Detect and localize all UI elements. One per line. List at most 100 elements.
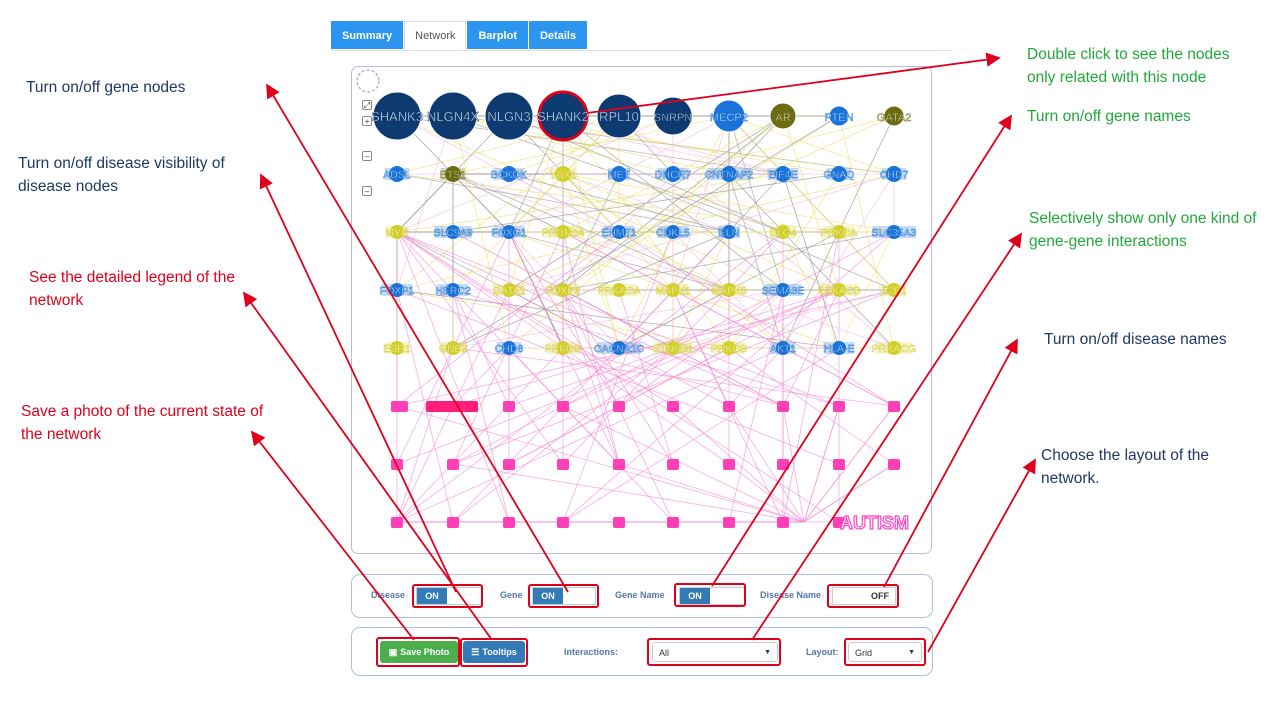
gene-node[interactable]: ELN	[718, 225, 740, 239]
gene-node[interactable]: DLG4	[769, 225, 797, 239]
disease-node[interactable]	[391, 517, 403, 528]
gene-node[interactable]: AKT1	[770, 341, 797, 355]
disease-node[interactable]	[723, 517, 735, 528]
gene-label: DLG4	[769, 227, 797, 239]
disease-node[interactable]	[503, 401, 515, 412]
zoom-slider-handle[interactable]: –	[362, 151, 372, 161]
gene-node[interactable]: CACNA1C	[594, 341, 645, 355]
gene-node[interactable]: FOXG1	[491, 225, 527, 239]
zoom-in-icon[interactable]: +	[362, 116, 372, 126]
gene-node[interactable]: MAPK1	[655, 283, 691, 297]
gene-node[interactable]: PRKCA	[821, 225, 857, 239]
gene-label: PRKCG	[544, 343, 581, 355]
highlight-gene-toggle	[528, 584, 599, 608]
gene-node[interactable]: SLC35A3	[871, 225, 917, 239]
gene-node[interactable]: GNB3	[438, 341, 468, 355]
gene-node[interactable]: MAPK3	[711, 283, 747, 297]
disease-node[interactable]	[833, 401, 845, 412]
tab-summary[interactable]: Summary	[331, 21, 404, 49]
save-photo-button[interactable]: ▣Save Photo	[380, 641, 458, 663]
disease-node[interactable]	[613, 401, 625, 412]
gene-node[interactable]: ADSL	[383, 166, 411, 182]
image-icon: ▣	[388, 647, 398, 657]
disease-node[interactable]	[723, 459, 735, 470]
gene-node[interactable]: CNTNAP2	[704, 166, 754, 182]
gene-node[interactable]: ETS1	[440, 166, 467, 182]
disease-node[interactable]	[777, 517, 789, 528]
tab-network[interactable]: Network	[404, 21, 467, 51]
zoom-out-icon[interactable]: –	[362, 186, 372, 196]
gene-node[interactable]: YBX1	[549, 166, 577, 182]
annotation-save-photo: Save a photo of the current state of the…	[21, 403, 264, 443]
gene-node[interactable]: FOXP3	[546, 283, 581, 297]
gene-node[interactable]: SEMA3E	[761, 283, 805, 297]
disease-node[interactable]	[888, 401, 900, 412]
disease-node[interactable]	[613, 517, 625, 528]
gene-node[interactable]: SNRPN	[653, 96, 693, 136]
disease-node[interactable]	[391, 459, 403, 470]
gene-node[interactable]: RPL10	[596, 93, 642, 139]
disease-node[interactable]	[447, 517, 459, 528]
gene-name-toggle[interactable]: ON	[679, 587, 745, 605]
gene-node[interactable]: PRKACG	[872, 341, 916, 355]
gene-node[interactable]: BCKDK	[491, 166, 527, 182]
disease-node[interactable]	[503, 459, 515, 470]
tooltips-button[interactable]: ☰Tooltips	[463, 641, 525, 663]
gene-node[interactable]: PRKACB	[817, 283, 861, 297]
gene-node[interactable]: SLC9A9	[433, 225, 473, 239]
gene-node[interactable]: PTEN	[824, 105, 854, 127]
disease-node[interactable]	[391, 401, 408, 412]
gene-node[interactable]: CHD8	[494, 341, 524, 355]
gene-node[interactable]: GATA1	[492, 283, 526, 297]
disease-node[interactable]	[777, 459, 789, 470]
gene-node[interactable]: CTNNB1	[652, 341, 694, 355]
disease-node[interactable]	[833, 459, 845, 470]
gene-node[interactable]: PRKCB	[711, 341, 747, 355]
disease-node[interactable]	[613, 459, 625, 470]
gene-node[interactable]: EIF4E	[767, 166, 799, 182]
disease-node[interactable]	[667, 459, 679, 470]
gene-label: NLGN4X	[427, 109, 479, 124]
gene-node[interactable]: EHMT1	[601, 225, 637, 239]
fit-icon[interactable]: ⤢	[362, 100, 372, 110]
gene-node[interactable]: AR	[769, 102, 797, 130]
gene-node[interactable]: ESR1	[383, 341, 411, 355]
disease-node[interactable]	[557, 517, 569, 528]
gene-node[interactable]: MECP2	[710, 99, 748, 133]
disease-node[interactable]	[667, 401, 679, 412]
gene-node[interactable]: E2F1	[881, 283, 907, 297]
gene-node[interactable]: PRKACA	[597, 283, 641, 297]
disease-node[interactable]	[723, 401, 735, 412]
gene-node[interactable]: SHANK2	[537, 90, 589, 142]
gene-node[interactable]: PRDM14	[541, 225, 585, 239]
gene-node[interactable]: MET	[608, 166, 631, 182]
tab-details[interactable]: Details	[528, 21, 588, 49]
disease-node[interactable]	[557, 401, 569, 412]
gene-label: MECP2	[710, 112, 748, 124]
disease-node[interactable]	[447, 459, 459, 470]
gene-node[interactable]: PRKCG	[544, 341, 582, 355]
layout-label: Layout:	[806, 647, 839, 657]
gene-node[interactable]: DHCR7	[655, 166, 691, 182]
gene-node[interactable]: FOXP1	[380, 283, 415, 297]
gene-node[interactable]: NLGN3	[484, 91, 534, 141]
layout-select[interactable]: Grid ▼	[848, 642, 922, 662]
gene-node[interactable]: HERC2	[435, 283, 471, 297]
tab-barplot[interactable]: Barplot	[467, 21, 528, 49]
disease-node[interactable]	[667, 517, 679, 528]
disease-node-wide[interactable]	[426, 401, 478, 412]
disease-node[interactable]	[888, 459, 900, 470]
gene-node[interactable]: HLA-E	[823, 341, 855, 355]
disease-node[interactable]	[557, 459, 569, 470]
disease-node[interactable]	[503, 517, 515, 528]
disease-node[interactable]	[777, 401, 789, 412]
gene-node[interactable]: MYC	[385, 225, 409, 239]
gene-node[interactable]: GNAQ	[823, 166, 855, 182]
gene-node[interactable]: GATA2	[877, 105, 911, 127]
gene-node[interactable]: SHANK3	[371, 91, 423, 141]
gene-node[interactable]: CHD7	[879, 166, 909, 182]
gene-node[interactable]: CDKL5	[656, 225, 690, 239]
interactions-select[interactable]: All ▼	[652, 642, 778, 662]
